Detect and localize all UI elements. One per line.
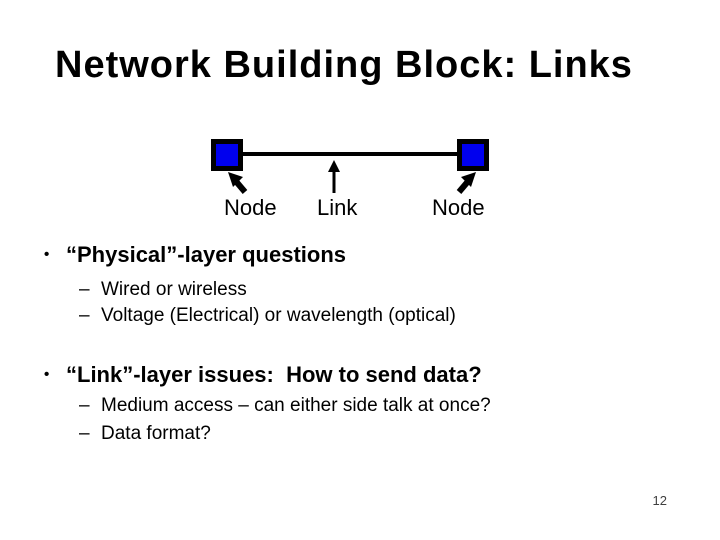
sub-bullet-text: Wired or wireless xyxy=(101,279,247,300)
sub-bullet-item: – Voltage (Electrical) or wavelength (op… xyxy=(79,305,456,327)
bullet-text: “Link”-layer issues: How to send data? xyxy=(66,362,482,387)
sub-bullet-item: – Data format? xyxy=(79,423,211,445)
dash-marker: – xyxy=(79,423,90,444)
bullet-item: • “Physical”-layer questions xyxy=(44,242,346,268)
bullet-marker: • xyxy=(44,246,50,263)
node-label-left: Node xyxy=(224,195,277,220)
up-arrow-icon xyxy=(328,160,340,193)
sub-bullet-item: – Wired or wireless xyxy=(79,279,247,301)
dash-marker: – xyxy=(79,395,90,416)
link-line xyxy=(243,152,457,156)
node-square-left xyxy=(211,139,243,171)
dash-marker: – xyxy=(79,279,90,300)
page-number: 12 xyxy=(652,493,667,508)
bullet-text: “Physical”-layer questions xyxy=(66,242,346,267)
cursor-arrow-up-left-icon xyxy=(228,172,248,194)
sub-bullet-text: Medium access – can either side talk at … xyxy=(101,395,491,416)
node-square-right xyxy=(457,139,489,171)
cursor-arrow-up-right-icon xyxy=(456,172,476,194)
node-label-right: Node xyxy=(432,195,485,220)
bullet-item: • “Link”-layer issues: How to send data? xyxy=(44,362,482,388)
sub-bullet-text: Voltage (Electrical) or wavelength (opti… xyxy=(101,305,456,326)
link-label: Link xyxy=(317,195,358,220)
dash-marker: – xyxy=(79,305,90,326)
page-title: Network Building Block: Links xyxy=(55,44,633,86)
bullet-marker: • xyxy=(44,366,50,383)
sub-bullet-text: Data format? xyxy=(101,423,211,444)
sub-bullet-item: – Medium access – can either side talk a… xyxy=(79,395,491,417)
